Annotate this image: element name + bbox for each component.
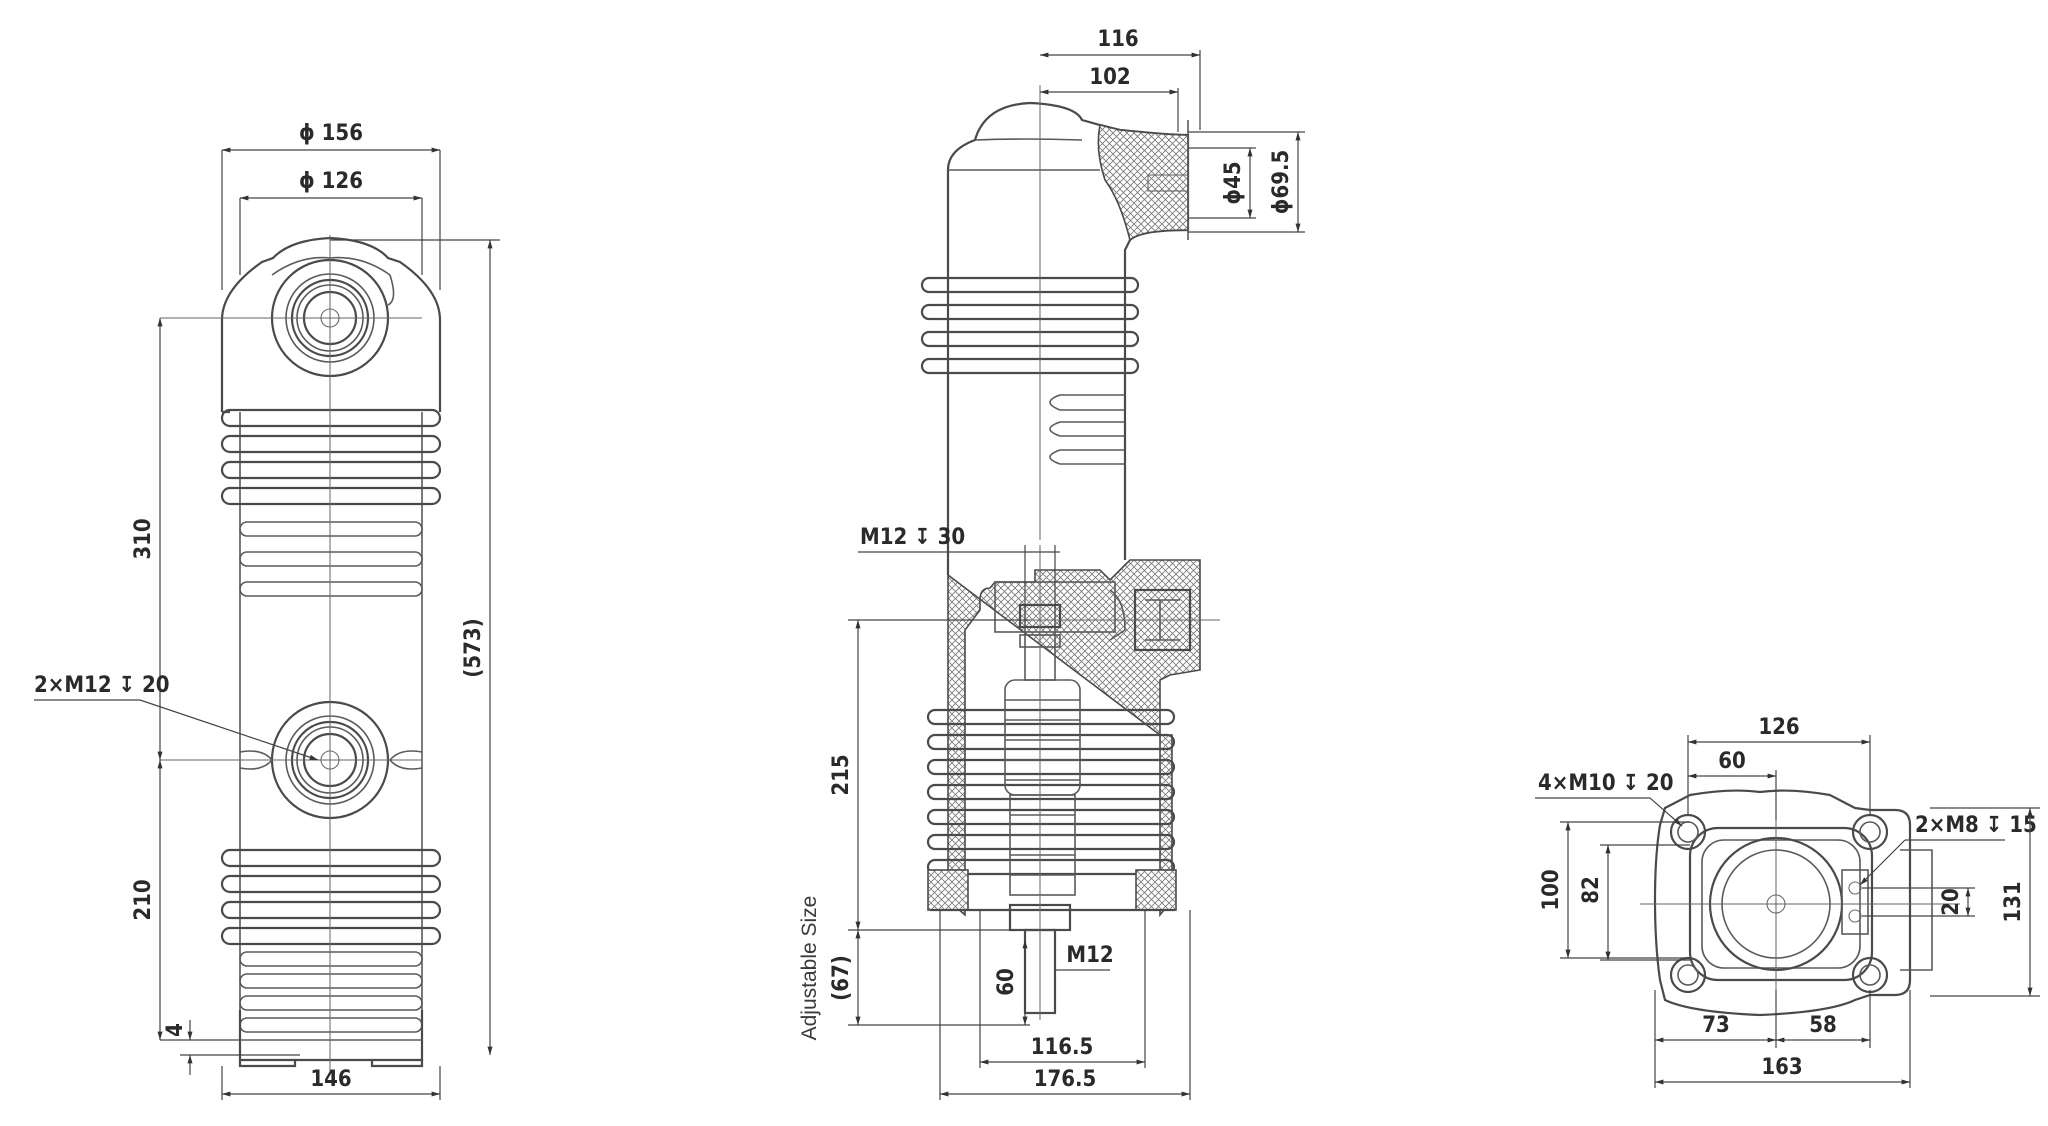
dim-bolt-2xm12: 2×M12 ↧ 20	[34, 673, 170, 698]
dim-215: 215	[829, 754, 854, 795]
middle-upper-body	[946, 101, 1190, 575]
dim-310: 310	[131, 518, 156, 559]
dim-58: 58	[1809, 1013, 1837, 1038]
dim-82: 82	[1579, 876, 1604, 904]
middle-dimensions: 116 102 ϕ45 ϕ69.5 M12 ↧ 30 215 (67) Adj	[798, 27, 1305, 1100]
dim-116: 116	[1097, 27, 1138, 52]
dim-phi45: ϕ45	[1221, 161, 1246, 204]
middle-internal-stem	[1004, 85, 1220, 1020]
dim-m12: M12	[1066, 943, 1113, 968]
dim-phi156: ϕ 156	[299, 121, 363, 146]
left-dimensions: ϕ 156 ϕ 126 310 (573) 210 4 146 2×M12 ↧	[34, 121, 500, 1100]
dim-573: (573)	[461, 618, 486, 677]
dim-60: 60	[994, 968, 1019, 996]
dim-4: 4	[163, 1023, 188, 1037]
dim-131: 131	[2001, 881, 2026, 922]
left-view: ϕ 156 ϕ 126 310 (573) 210 4 146 2×M12 ↧	[34, 121, 500, 1100]
dim-163: 163	[1761, 1055, 1802, 1080]
dim-73: 73	[1702, 1013, 1730, 1038]
dim-4xm10: 4×M10 ↧ 20	[1538, 771, 1674, 796]
left-centerlines	[160, 235, 422, 1075]
right-view: 126 60 4×M10 ↧ 20 2×M8 ↧ 15 100 82 20	[1535, 715, 2040, 1088]
dim-102: 102	[1089, 65, 1130, 90]
dim-phi126: ϕ 126	[299, 169, 363, 194]
left-lower-sheds	[220, 848, 442, 1068]
left-body-outline	[220, 236, 442, 1055]
dim-116-5: 116.5	[1031, 1035, 1094, 1060]
dim-210: 210	[131, 879, 156, 920]
dim-146: 146	[310, 1067, 351, 1092]
middle-upper-sheds	[920, 276, 1140, 465]
dim-2xm8: 2×M8 ↧ 15	[1915, 813, 2037, 838]
left-top-terminal	[270, 256, 395, 378]
dim-m12-30: M12 ↧ 30	[860, 525, 965, 550]
dim-100: 100	[1539, 869, 1564, 910]
dim-20: 20	[1939, 888, 1964, 916]
label-adjustable-size: Adjustable Size	[798, 896, 821, 1041]
dim-126-right: 126	[1758, 715, 1799, 740]
dim-176-5: 176.5	[1034, 1067, 1097, 1092]
middle-lower-sheds	[926, 708, 1177, 912]
middle-view: 116 102 ϕ45 ϕ69.5 M12 ↧ 30 215 (67) Adj	[798, 27, 1305, 1100]
right-dimensions: 126 60 4×M10 ↧ 20 2×M8 ↧ 15 100 82 20	[1535, 715, 2040, 1088]
dim-67: (67)	[829, 955, 854, 1001]
dim-60-right: 60	[1718, 749, 1746, 774]
dim-phi69: ϕ69.5	[1269, 150, 1294, 215]
left-upper-sheds	[220, 408, 442, 597]
middle-housing	[947, 559, 1201, 918]
